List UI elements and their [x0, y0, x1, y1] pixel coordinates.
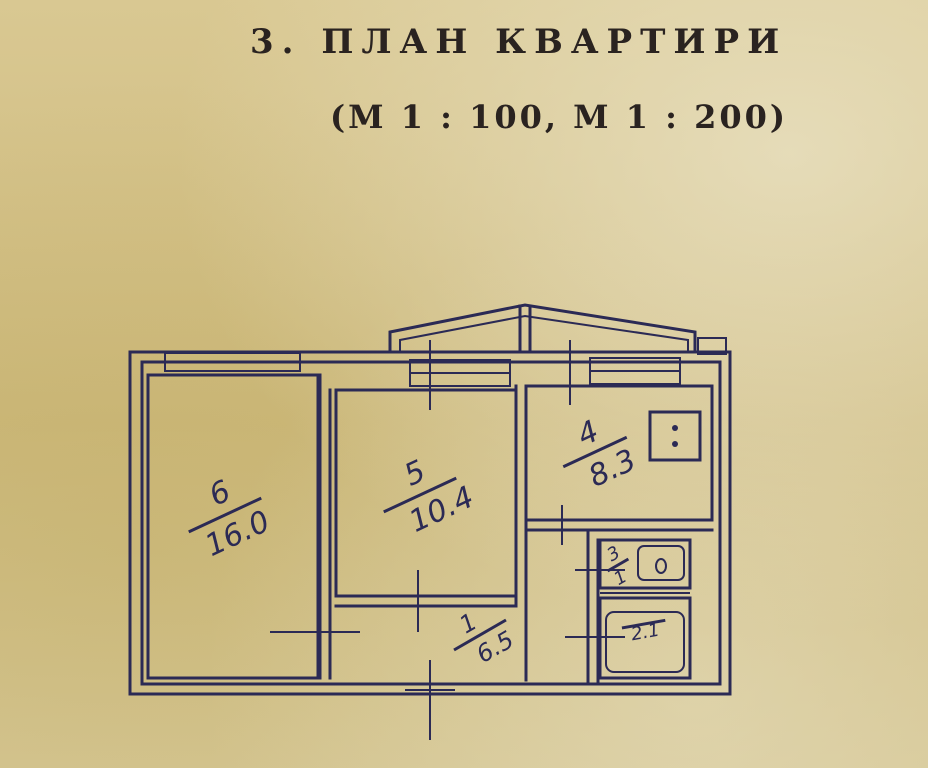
room-number: 6 [204, 474, 236, 514]
room-number: 1 [455, 607, 482, 639]
room-label-5: 5 10.4 [383, 454, 479, 540]
plan-scale: (М 1 : 100, М 1 : 200) [330, 98, 788, 136]
room-label-2: 2.1 [621, 618, 666, 646]
room-area: 1 [610, 566, 630, 590]
plan-title: 3. ПЛАН КВАРТИРИ [250, 22, 788, 62]
door-ticks [270, 505, 625, 740]
sink-fixture [637, 545, 685, 581]
room-label-3: 3 1 [604, 542, 631, 590]
room-label-4: 4 8.3 [562, 414, 642, 495]
room-area: 2.1 [629, 620, 661, 646]
room-label-6: 6 16.0 [188, 474, 275, 564]
windows [164, 340, 681, 410]
room-area: 16.0 [200, 504, 275, 564]
room-number: 5 [399, 454, 431, 494]
bathtub-fixture [605, 611, 685, 673]
stove-fixture [648, 410, 702, 462]
room-number: 4 [572, 414, 604, 454]
